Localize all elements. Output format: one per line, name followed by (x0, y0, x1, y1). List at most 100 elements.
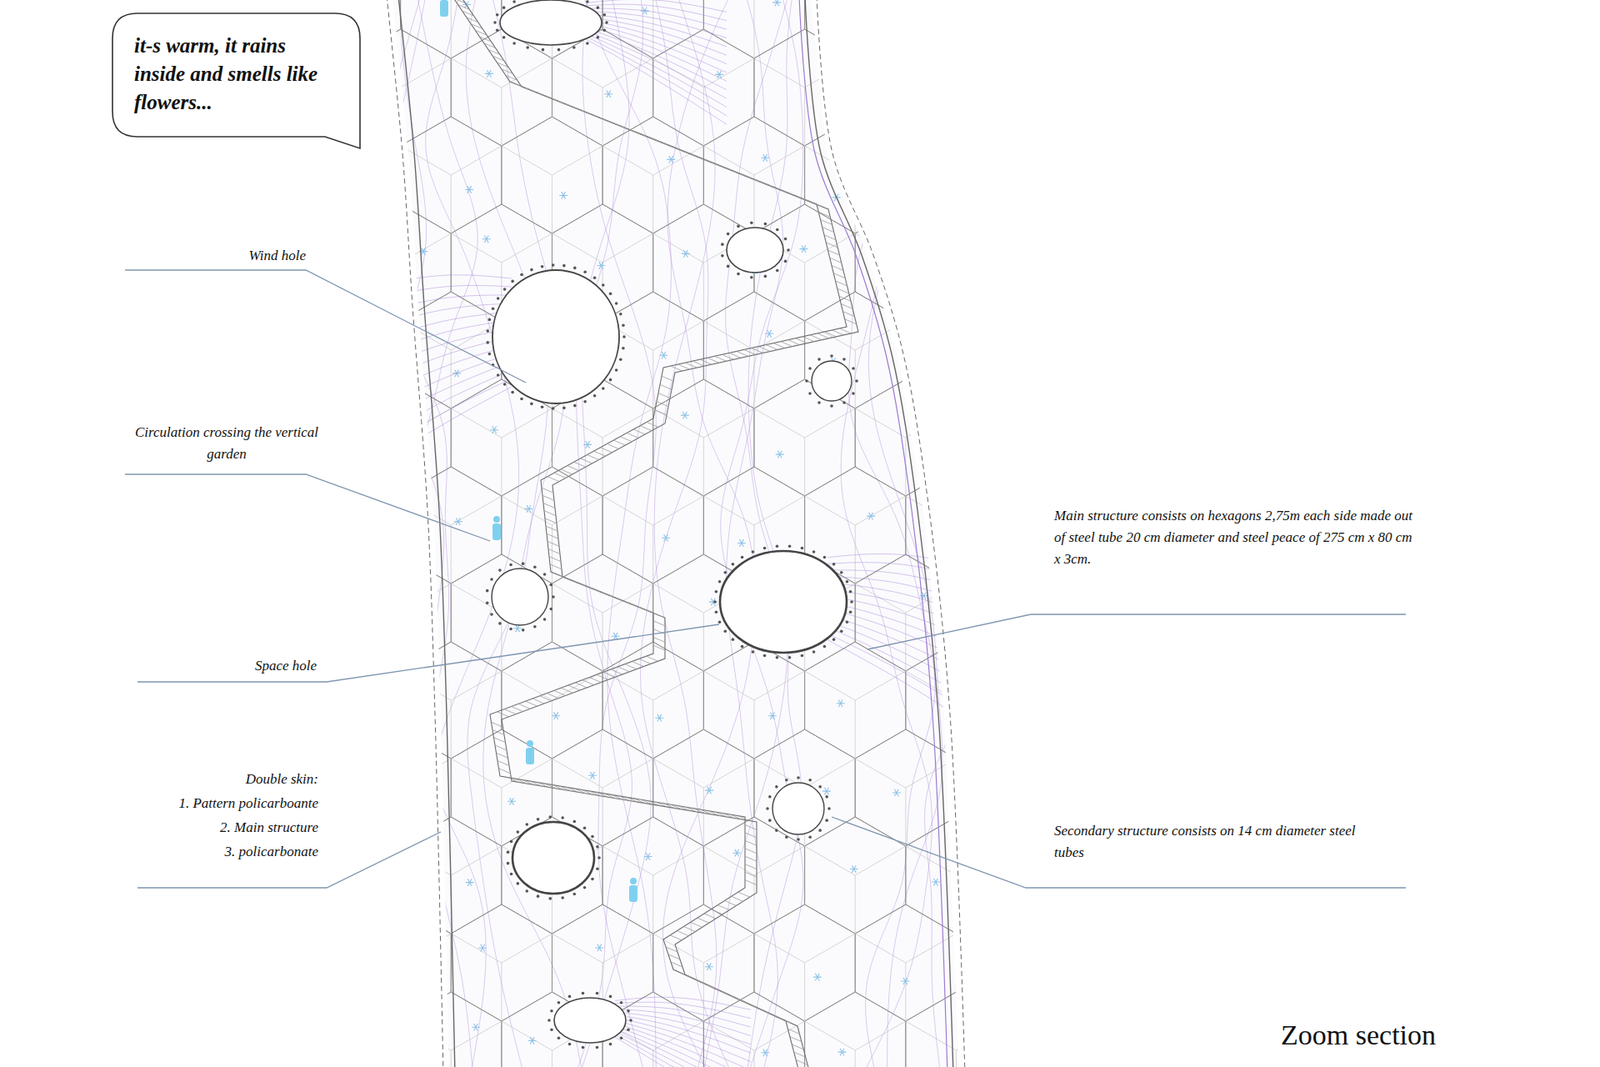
hexagon (703, 291, 805, 409)
secondary-tube (703, 262, 705, 321)
hole-anchor (585, 0, 590, 4)
tread (560, 469, 573, 475)
secondary-tube (905, 787, 906, 846)
secondary-tube (754, 845, 805, 875)
secondary-tube (299, 495, 350, 525)
hole-anchor (786, 248, 790, 252)
hole-anchor (840, 629, 844, 633)
hexagon (1006, 116, 1108, 234)
secondary-tube (350, 350, 351, 409)
secondary-tube (1006, 145, 1058, 175)
hole-anchor (808, 391, 812, 395)
secondary-tube (1057, 583, 1109, 613)
secondary-tube (1057, 233, 1109, 263)
secondary-tube (551, 58, 603, 88)
stair-edge (449, 0, 847, 1067)
hexagon (855, 729, 956, 846)
hole (726, 227, 784, 273)
hole-anchor (830, 354, 834, 358)
plant-dot (1031, 159, 1040, 167)
plant-dot (323, 683, 332, 691)
secondary-tube (955, 700, 957, 759)
hole-anchor (533, 565, 537, 569)
tread (751, 347, 764, 353)
hole-anchor (547, 1018, 551, 1022)
tread (779, 1017, 791, 1023)
secondary-tube (602, 233, 654, 263)
tread (670, 961, 683, 967)
secondary-tube (248, 350, 250, 409)
skin-edge (805, 0, 954, 1067)
ray (827, 576, 972, 604)
hole-anchor (490, 612, 494, 616)
tread (532, 698, 545, 704)
hole-anchor (736, 272, 740, 276)
hole-anchor (713, 600, 717, 604)
secondary-tube (703, 670, 755, 700)
hexagon (855, 29, 956, 146)
tread (542, 495, 555, 500)
circulation-stairs (449, 0, 859, 1067)
hole-anchor (768, 818, 772, 822)
secondary-tube (450, 495, 502, 525)
hexagon (450, 29, 552, 146)
secondary-tube (350, 933, 401, 963)
secondary-tube (955, 845, 1007, 875)
tread (710, 909, 723, 915)
tread (833, 273, 845, 279)
plant-dot (768, 711, 777, 720)
tread (670, 365, 683, 371)
hexagon (805, 816, 906, 934)
secondary-tube (1006, 437, 1008, 496)
hole-anchor (496, 373, 500, 377)
plant-dots (228, 0, 1135, 1067)
plant-dot (260, 712, 269, 720)
secondary-tube (703, 962, 705, 1021)
hole (554, 997, 626, 1043)
secondary-tube (299, 437, 300, 496)
plant-dot (1011, 940, 1020, 948)
hole-anchor (751, 650, 755, 654)
hole-anchor (750, 220, 754, 225)
secondary-tube (500, 787, 502, 846)
tread (545, 518, 557, 524)
secondary-tube (805, 933, 856, 963)
plant-dot (975, 149, 984, 157)
hexagon (754, 904, 855, 1021)
hole-anchor (763, 654, 767, 658)
hole-anchor (595, 866, 600, 870)
secondary-tube (1057, 145, 1109, 175)
hole-anchor (740, 645, 745, 649)
hole-anchor (751, 550, 755, 554)
secondary-tube (804, 437, 805, 496)
hole-anchor (590, 877, 595, 881)
tread (668, 954, 680, 960)
hexagon (905, 466, 1007, 584)
tread (820, 219, 833, 225)
secondary-tube (653, 670, 705, 700)
secondary-tube (602, 670, 654, 700)
tread (661, 375, 674, 381)
tread (656, 401, 669, 407)
secondary-tube (754, 670, 805, 700)
hole-anchor (601, 283, 605, 287)
secondary-tube (350, 408, 401, 438)
plant-dot (737, 539, 746, 547)
hole-anchor (775, 228, 780, 232)
secondary-tube (602, 87, 604, 146)
plant-dot (709, 598, 718, 606)
ray (827, 582, 972, 615)
inner-skin (799, 0, 948, 1067)
tower-interior (198, 0, 1159, 1067)
structure-note: Main structure consists on hexagons 2,75… (1054, 505, 1413, 570)
secondary-tube (805, 408, 856, 438)
hole-anchor (543, 572, 547, 576)
hole-anchor (573, 820, 577, 824)
stair-edge (460, 0, 859, 1067)
tread (587, 455, 600, 460)
tread (653, 645, 665, 650)
tread (497, 760, 510, 766)
ray (615, 1025, 751, 1067)
hole-anchor (590, 835, 595, 839)
secondary-tube (602, 495, 654, 525)
